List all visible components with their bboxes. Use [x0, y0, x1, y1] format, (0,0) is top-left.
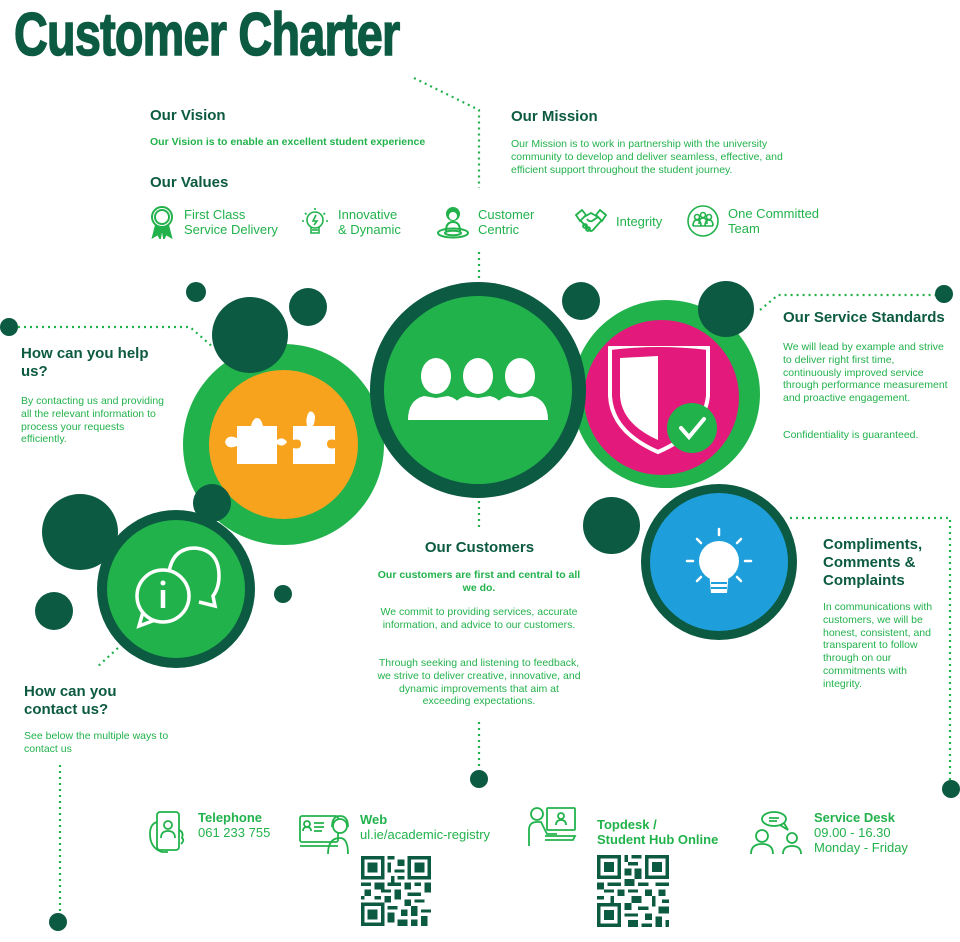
qr-code-topdesk[interactable] — [597, 855, 669, 927]
help-us-text: By contacting us and providing all the r… — [21, 395, 165, 446]
award-ribbon-icon — [148, 205, 176, 239]
page-title: Customer Charter — [13, 1, 400, 69]
value-label: One Committed Team — [728, 206, 820, 236]
person-target-icon — [436, 205, 470, 239]
contact-service-desk[interactable]: Service Desk 09.00 - 16.30 Monday - Frid… — [750, 810, 908, 855]
decorative-dot — [289, 288, 327, 326]
lightbulb-icon — [300, 206, 330, 238]
service-desk-hours: 09.00 - 16.30 Monday - Friday — [814, 825, 908, 855]
contact-detail[interactable]: 061 233 755 — [198, 825, 271, 840]
contact-title: Telephone — [198, 810, 263, 825]
feedback-heading: Compliments, Comments & Complaints — [823, 536, 923, 589]
feedback-circle — [641, 484, 797, 640]
decorative-dot — [35, 592, 73, 630]
puzzle-icon — [223, 406, 339, 466]
topdesk-title[interactable]: Topdesk / Student Hub Online — [597, 817, 719, 847]
mission-text: Our Mission is to work in partnership wi… — [511, 138, 783, 176]
value-label: Customer Centric — [478, 207, 535, 237]
decorative-dot — [193, 484, 231, 522]
service-standards-heading: Our Service Standards — [783, 309, 945, 326]
customers-p2: Through seeking and listening to feedbac… — [377, 657, 581, 708]
vision-heading: Our Vision — [150, 107, 226, 124]
contact-us-heading: How can you contact us? — [24, 683, 117, 718]
customers-heading: Our Customers — [424, 539, 535, 556]
values-heading: Our Values — [150, 174, 229, 191]
contact-us-text: See below the multiple ways to contact u… — [24, 730, 169, 755]
decorative-dot — [274, 585, 292, 603]
contact-topdesk[interactable]: Topdesk / Student Hub Online — [527, 806, 590, 881]
value-label: Integrity — [616, 213, 663, 229]
contact-circle — [97, 510, 255, 668]
phone-person-icon — [148, 810, 188, 854]
handshake-icon — [574, 207, 608, 235]
value-customer-centric: Customer Centric — [436, 205, 534, 239]
customers-p1: We commit to providing services, accurat… — [380, 606, 578, 631]
decorative-dot — [698, 281, 754, 337]
customers-circle — [370, 282, 586, 498]
web-link[interactable]: ul.ie/academic-registry — [360, 827, 491, 842]
decorative-dot — [583, 497, 640, 554]
value-first-class: First Class Service Delivery — [148, 205, 278, 239]
info-speech-icon — [129, 542, 225, 638]
contact-title: Web — [360, 812, 388, 827]
mission-heading: Our Mission — [511, 108, 598, 125]
lightbulb-ideas-icon — [685, 527, 753, 599]
decorative-dot — [562, 282, 600, 320]
person-at-computer-icon — [527, 806, 577, 848]
decorative-dot — [186, 282, 206, 302]
contact-telephone[interactable]: Telephone 061 233 755 — [148, 810, 270, 854]
confidentiality-text: Confidentiality is guaranteed. — [783, 429, 919, 441]
value-label: First Class Service Delivery — [184, 207, 278, 237]
vision-text: Our Vision is to enable an excellent stu… — [150, 136, 426, 148]
conversation-people-icon — [750, 810, 802, 854]
customers-lead: Our customers are first and central to a… — [377, 569, 581, 594]
value-integrity: Integrity — [574, 207, 662, 235]
people-group-icon — [408, 356, 548, 422]
decorative-dot — [212, 297, 288, 373]
qr-code-web[interactable] — [361, 856, 431, 926]
value-innovative: Innovative & Dynamic — [300, 206, 401, 238]
shield-check-icon — [608, 346, 718, 456]
feedback-text: In communications with customers, we wil… — [823, 601, 933, 690]
computer-headset-icon — [298, 812, 350, 854]
contact-web[interactable]: Web ul.ie/academic-registry — [298, 812, 490, 854]
value-label: Innovative & Dynamic — [338, 207, 401, 237]
contact-title: Service Desk — [814, 810, 895, 825]
team-cycle-icon — [686, 204, 720, 238]
help-us-heading: How can you help us? — [21, 345, 149, 380]
value-team: One Committed Team — [686, 204, 819, 238]
service-standards-text: We will lead by example and strive to de… — [783, 341, 948, 405]
